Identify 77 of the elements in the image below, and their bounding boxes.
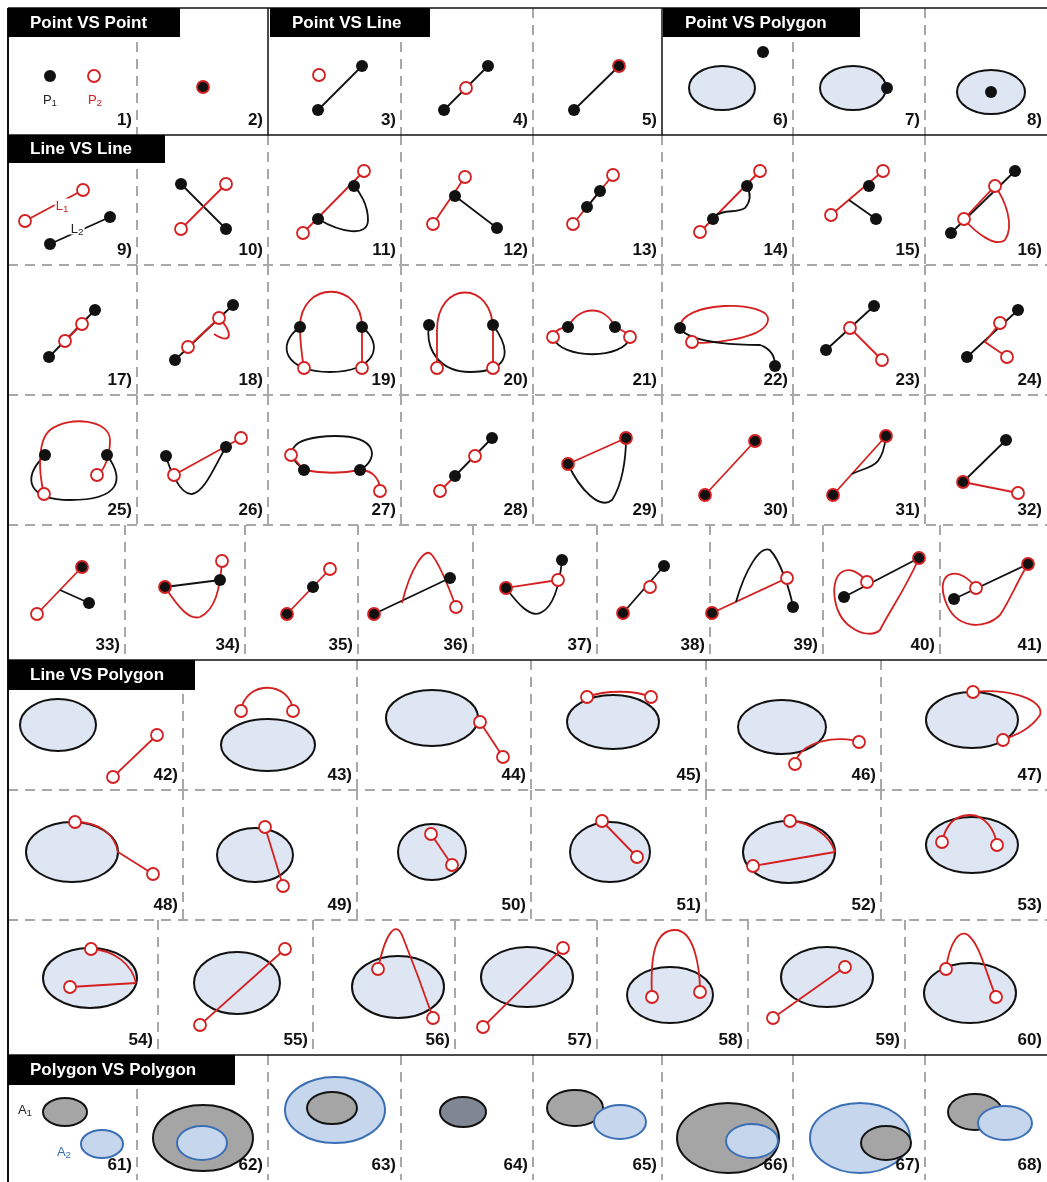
figure-number: 25) <box>107 501 132 518</box>
figure-number: 15) <box>895 241 920 258</box>
figure-number: 36) <box>443 636 468 653</box>
figure-number: 52) <box>851 896 876 913</box>
figure-number: 22) <box>763 371 788 388</box>
figure-number: 50) <box>501 896 526 913</box>
section-heading: Point VS Polygon <box>663 8 860 37</box>
figure-number: 13) <box>632 241 657 258</box>
figure-number: 5) <box>641 111 657 128</box>
figure-number: 8) <box>1026 111 1042 128</box>
figure-number: 66) <box>763 1156 788 1173</box>
figure-number: 48) <box>153 896 178 913</box>
figure-number: 67) <box>895 1156 920 1173</box>
figure-number: 31) <box>895 501 920 518</box>
figure-number: 45) <box>676 766 701 783</box>
figure-number: 43) <box>327 766 352 783</box>
symbol-label: P$_{1}$ <box>41 92 59 106</box>
figure-number: 3) <box>380 111 396 128</box>
figure-number: 24) <box>1017 371 1042 388</box>
figure-number: 46) <box>851 766 876 783</box>
figure-number: 29) <box>632 501 657 518</box>
figure-number: 32) <box>1017 501 1042 518</box>
figure-number: 17) <box>107 371 132 388</box>
section-heading: Polygon VS Polygon <box>8 1055 235 1085</box>
symbol-label: A$_{2}$ <box>55 1144 73 1158</box>
figure-number: 7) <box>904 111 920 128</box>
figure-number: 9) <box>116 241 132 258</box>
figure-number: 18) <box>238 371 263 388</box>
figure-number: 2) <box>247 111 263 128</box>
figure-number: 56) <box>425 1031 450 1048</box>
figure-number: 64) <box>503 1156 528 1173</box>
figure-number: 55) <box>283 1031 308 1048</box>
figure-number: 61) <box>107 1156 132 1173</box>
figure-number: 38) <box>680 636 705 653</box>
figure-number: 58) <box>718 1031 743 1048</box>
figure-number: 53) <box>1017 896 1042 913</box>
figure-number: 35) <box>328 636 353 653</box>
figure-number: 68) <box>1017 1156 1042 1173</box>
symbol-label: L$_{2}$ <box>69 221 85 235</box>
symbol-label: A$_{1}$ <box>16 1102 34 1116</box>
figure-number: 39) <box>793 636 818 653</box>
figure-number: 10) <box>238 241 263 258</box>
symbol-label: L$_{1}$ <box>54 198 70 212</box>
figure-number: 47) <box>1017 766 1042 783</box>
figure-number: 42) <box>153 766 178 783</box>
figure-number: 57) <box>567 1031 592 1048</box>
figure-number: 62) <box>238 1156 263 1173</box>
figure-number: 20) <box>503 371 528 388</box>
section-heading: Point VS Point <box>8 8 180 37</box>
section-heading: Line VS Line <box>8 135 165 163</box>
figure-number: 28) <box>503 501 528 518</box>
figure-number: 40) <box>910 636 935 653</box>
figure-number: 63) <box>371 1156 396 1173</box>
figure-number: 19) <box>371 371 396 388</box>
figure-number: 44) <box>501 766 526 783</box>
figure-number: 49) <box>327 896 352 913</box>
figure-number: 65) <box>632 1156 657 1173</box>
figure-number: 12) <box>503 241 528 258</box>
figure-number: 11) <box>372 241 396 258</box>
section-heading: Line VS Polygon <box>8 660 195 690</box>
figure-number: 41) <box>1017 636 1042 653</box>
figure-number: 16) <box>1017 241 1042 258</box>
figure-number: 26) <box>238 501 263 518</box>
figure-number: 23) <box>895 371 920 388</box>
figure-number: 6) <box>772 111 788 128</box>
figure-number: 60) <box>1017 1031 1042 1048</box>
figure-number: 51) <box>676 896 701 913</box>
figure-number: 37) <box>567 636 592 653</box>
figure-number: 30) <box>763 501 788 518</box>
section-heading: Point VS Line <box>270 8 430 37</box>
figure-number: 21) <box>632 371 657 388</box>
figure-number: 14) <box>763 241 788 258</box>
figure-number: 34) <box>215 636 240 653</box>
figure-number: 59) <box>875 1031 900 1048</box>
figure-number: 4) <box>512 111 528 128</box>
symbol-label: P$_{2}$ <box>86 92 104 106</box>
figure-number: 27) <box>371 501 396 518</box>
